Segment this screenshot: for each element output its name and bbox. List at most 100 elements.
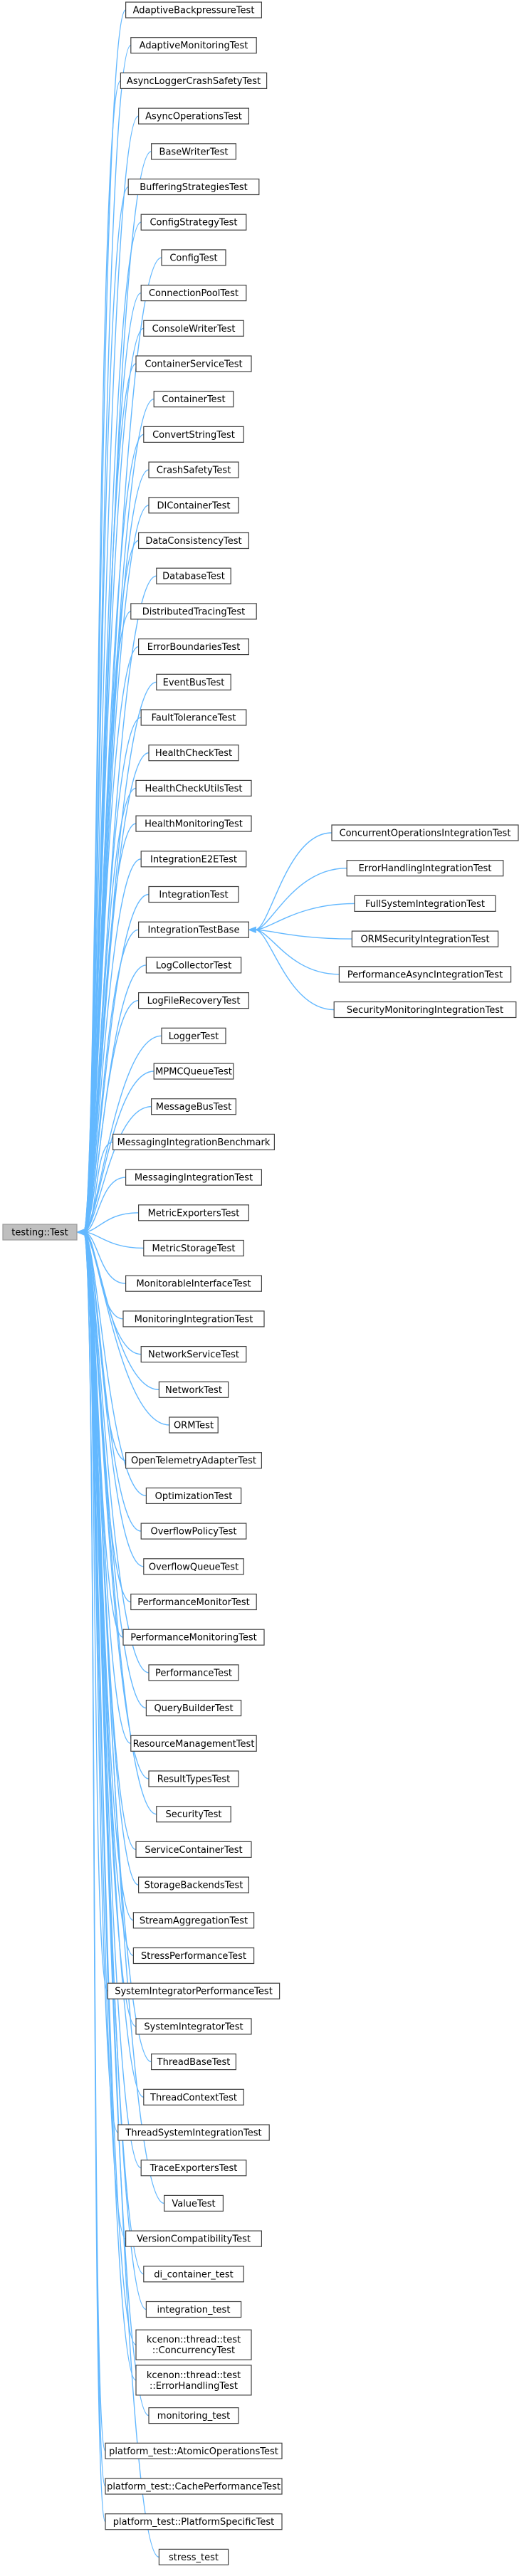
class-node-traceexporterstest[interactable]: TraceExportersTest — [140, 2160, 247, 2177]
class-node-containerservicetest[interactable]: ContainerServiceTest — [135, 355, 252, 372]
class-node-healthchecktest[interactable]: HealthCheckTest — [148, 745, 239, 762]
class-node-networktest[interactable]: NetworkTest — [158, 1381, 229, 1398]
class-node-box — [132, 1947, 255, 1965]
class-node-threadcontexttest[interactable]: ThreadContextTest — [143, 2088, 244, 2106]
class-node-label: BufferingStrategiesTest — [140, 182, 248, 193]
class-node-monitoringintegrationtest[interactable]: MonitoringIntegrationTest — [122, 1310, 265, 1328]
class-node-metricstoragetest[interactable]: MetricStorageTest — [143, 1239, 244, 1257]
class-node-logfilerecoverytest[interactable]: LogFileRecoveryTest — [138, 992, 250, 1009]
class-node-platform-test-platformspecifictest[interactable]: platform_test::PlatformSpecificTest — [105, 2513, 283, 2530]
class-node-monitorableinterfacetest[interactable]: MonitorableInterfaceTest — [125, 1275, 263, 1292]
class-node-mpmcqueuetest[interactable]: MPMCQueueTest — [153, 1063, 234, 1080]
class-node-overflowqueuetest[interactable]: OverflowQueueTest — [143, 1558, 244, 1575]
class-node-valuetest[interactable]: ValueTest — [164, 2194, 224, 2212]
class-node-kcenon-thread-test-errorhandlingtest[interactable]: kcenon::thread::test::ErrorHandlingTest — [135, 2365, 252, 2396]
class-node-metricexporterstest[interactable]: MetricExportersTest — [138, 1204, 250, 1221]
class-node-faulttolerancetest[interactable]: FaultToleranceTest — [140, 709, 247, 726]
class-node-optimizationtest[interactable]: OptimizationTest — [145, 1487, 242, 1504]
inheritance-edge — [83, 1231, 144, 1567]
class-node-consolewritertest[interactable]: ConsoleWriterTest — [143, 320, 244, 337]
class-node-stress-test[interactable]: stress_test — [158, 2548, 229, 2565]
class-node-errorboundariestest[interactable]: ErrorBoundariesTest — [138, 638, 250, 656]
class-node-testing-test[interactable]: testing::Test — [2, 1224, 78, 1241]
class-node-containertest[interactable]: ContainerTest — [153, 391, 234, 408]
class-node-monitoring-test[interactable]: monitoring_test — [148, 2407, 239, 2424]
class-node-ormtest[interactable]: ORMTest — [169, 1416, 219, 1434]
class-node-label: ServiceContainerTest — [145, 1845, 242, 1856]
class-node-eventbustest[interactable]: EventBusTest — [156, 673, 231, 690]
class-node-box — [140, 1345, 247, 1363]
class-node-crashsafetytest[interactable]: CrashSafetyTest — [148, 461, 239, 478]
class-node-integration-test[interactable]: integration_test — [145, 2301, 242, 2318]
class-node-box — [143, 2266, 244, 2283]
class-node-dicontainertest[interactable]: DIContainerTest — [148, 497, 239, 514]
class-node-integrationtest[interactable]: IntegrationTest — [148, 885, 239, 903]
class-node-asyncoperationstest[interactable]: AsyncOperationsTest — [138, 107, 250, 125]
class-node-dataconsistencytest[interactable]: DataConsistencyTest — [138, 532, 250, 550]
class-node-fullsystemintegrationtest[interactable]: FullSystemIntegrationTest — [354, 895, 496, 913]
class-node-kcenon-thread-test-concurrencytest[interactable]: kcenon::thread::test::ConcurrencyTest — [135, 2329, 252, 2360]
class-node-healthcheckutilstest[interactable]: HealthCheckUtilsTest — [135, 779, 252, 797]
class-node-servicecontainertest[interactable]: ServiceContainerTest — [135, 1841, 252, 1858]
class-node-configtest[interactable]: ConfigTest — [161, 249, 226, 266]
class-node-integratione2etest[interactable]: IntegrationE2ETest — [140, 851, 247, 868]
class-node-storagebackendstest[interactable]: StorageBackendsTest — [138, 1876, 250, 1893]
class-node-ormsecurityintegrationtest[interactable]: ORMSecurityIntegrationTest — [351, 930, 499, 947]
class-node-label: SystemIntegratorPerformanceTest — [115, 1987, 273, 1997]
class-node-errorhandlingintegrationtest[interactable]: ErrorHandlingIntegrationTest — [346, 860, 504, 877]
class-node-box — [135, 355, 252, 372]
class-node-loggertest[interactable]: LoggerTest — [161, 1027, 226, 1044]
class-node-messagebustest[interactable]: MessageBusTest — [151, 1098, 237, 1115]
class-node-label: MessagingIntegrationTest — [135, 1173, 253, 1184]
class-node-label: ErrorHandlingIntegrationTest — [359, 863, 492, 874]
class-node-performancemonitoringtest[interactable]: PerformanceMonitoringTest — [122, 1629, 265, 1646]
class-node-overflowpolicytest[interactable]: OverflowPolicyTest — [140, 1523, 247, 1540]
class-node-resourcemanagementtest[interactable]: ResourceManagementTest — [130, 1735, 257, 1752]
class-node-label: platform_test::CachePerformanceTest — [107, 2482, 281, 2493]
class-node-logcollectortest[interactable]: LogCollectorTest — [145, 957, 242, 974]
class-node-querybuildertest[interactable]: QueryBuilderTest — [145, 1700, 242, 1717]
class-node-databasetest[interactable]: DatabaseTest — [156, 567, 231, 584]
class-node-securitytest[interactable]: SecurityTest — [156, 1806, 231, 1823]
class-node-streamaggregationtest[interactable]: StreamAggregationTest — [132, 1912, 255, 1929]
class-node-healthmonitoringtest[interactable]: HealthMonitoringTest — [135, 815, 252, 832]
class-node-adaptivemonitoringtest[interactable]: AdaptiveMonitoringTest — [130, 37, 257, 54]
class-node-box — [140, 1523, 247, 1540]
class-node-label: FaultToleranceTest — [152, 713, 236, 724]
class-node-integrationtestbase[interactable]: IntegrationTestBase — [138, 921, 250, 938]
class-node-basewritertest[interactable]: BaseWriterTest — [151, 143, 237, 160]
class-node-threadbasetest[interactable]: ThreadBaseTest — [151, 2054, 237, 2071]
class-node-bufferingstrategiestest[interactable]: BufferingStrategiesTest — [127, 178, 260, 196]
class-node-securitymonitoringintegrationtest[interactable]: SecurityMonitoringIntegrationTest — [333, 1001, 517, 1019]
class-node-label: kcenon::thread::test — [147, 2335, 241, 2345]
class-node-systemintegratortest[interactable]: SystemIntegratorTest — [135, 2018, 252, 2035]
class-node-box — [135, 779, 252, 797]
class-node-performancetest[interactable]: PerformanceTest — [148, 1664, 239, 1681]
class-node-opentelemetryadaptertest[interactable]: OpenTelemetryAdapterTest — [125, 1452, 263, 1469]
class-node-convertstringtest[interactable]: ConvertStringTest — [143, 426, 244, 443]
class-node-distributedtracingtest[interactable]: DistributedTracingTest — [130, 603, 257, 620]
class-node-box — [145, 1487, 242, 1504]
class-node-connectionpooltest[interactable]: ConnectionPoolTest — [140, 285, 247, 302]
class-node-di-container-test[interactable]: di_container_test — [143, 2266, 244, 2283]
class-node-resulttypestest[interactable]: ResultTypesTest — [148, 1770, 239, 1787]
class-node-threadsystemintegrationtest[interactable]: ThreadSystemIntegrationTest — [117, 2124, 270, 2141]
class-node-networkservicetest[interactable]: NetworkServiceTest — [140, 1345, 247, 1363]
class-node-label: ThreadBaseTest — [157, 2057, 231, 2068]
class-node-messagingintegrationbenchmark[interactable]: MessagingIntegrationBenchmark — [112, 1133, 276, 1151]
class-node-systemintegratorperformancetest[interactable]: SystemIntegratorPerformanceTest — [107, 1982, 281, 1999]
class-node-asyncloggercrashsafetytest[interactable]: AsyncLoggerCrashSafetyTest — [120, 72, 268, 90]
class-node-platform-test-atomicoperationstest[interactable]: platform_test::AtomicOperationsTest — [105, 2442, 283, 2459]
class-node-messagingintegrationtest[interactable]: MessagingIntegrationTest — [125, 1169, 263, 1186]
class-node-concurrentoperationsintegrationtest[interactable]: ConcurrentOperationsIntegrationTest — [331, 824, 519, 841]
class-node-stressperformancetest[interactable]: StressPerformanceTest — [132, 1947, 255, 1965]
class-node-configstrategytest[interactable]: ConfigStrategyTest — [140, 214, 247, 231]
class-node-adaptivebackpressuretest[interactable]: AdaptiveBackpressureTest — [125, 1, 263, 19]
class-node-box — [143, 426, 244, 443]
class-node-versioncompatibilitytest[interactable]: VersionCompatibilityTest — [125, 2230, 263, 2247]
class-node-box — [138, 532, 250, 550]
class-node-performanceasyncintegrationtest[interactable]: PerformanceAsyncIntegrationTest — [338, 966, 512, 983]
inheritance-edge — [83, 1212, 139, 1233]
class-node-platform-test-cacheperformancetest[interactable]: platform_test::CachePerformanceTest — [105, 2478, 283, 2495]
class-node-performancemonitortest[interactable]: PerformanceMonitorTest — [130, 1593, 257, 1611]
